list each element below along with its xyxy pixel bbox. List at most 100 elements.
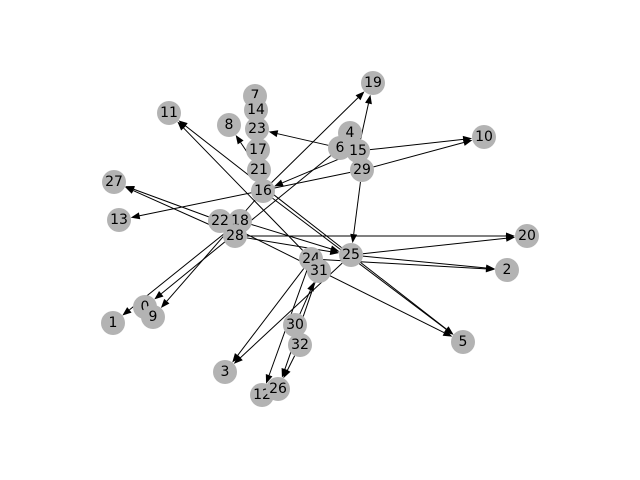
arrowhead-icon	[233, 355, 243, 364]
edge-line	[299, 289, 311, 315]
edge-25-to-20	[362, 234, 516, 255]
node-circle	[251, 179, 275, 203]
edge-line	[251, 224, 332, 250]
edge-line	[353, 181, 361, 235]
node-label: 23	[248, 121, 266, 137]
node-label: 21	[250, 162, 268, 178]
node-circle	[495, 258, 519, 282]
node-layer: 0123456789101112131415161718192021222324…	[101, 71, 539, 407]
arrowhead-icon	[355, 91, 365, 101]
edge-line	[230, 225, 445, 334]
edge-line	[271, 97, 359, 183]
node-label: 9	[149, 309, 158, 325]
edge-25-to-2	[362, 255, 496, 272]
arrowhead-icon	[178, 120, 188, 129]
node-15: 15	[346, 139, 370, 163]
edge-15-to-19	[360, 94, 372, 140]
node-label: 8	[225, 117, 234, 133]
node-9: 9	[141, 305, 165, 329]
edge-24-to-11	[177, 121, 303, 251]
node-31: 31	[307, 259, 331, 283]
node-circle	[223, 224, 247, 248]
node-27: 27	[102, 170, 126, 194]
node-circle	[361, 71, 385, 95]
node-14: 14	[244, 98, 268, 122]
node-label: 30	[286, 317, 304, 333]
arrowhead-icon	[232, 353, 241, 363]
node-label: 22	[211, 213, 229, 229]
node-label: 1	[109, 315, 118, 331]
edge-line	[277, 133, 329, 146]
node-label: 32	[291, 337, 309, 353]
node-label: 28	[226, 228, 244, 244]
node-11: 11	[157, 101, 181, 125]
node-circle	[328, 136, 352, 160]
node-3: 3	[213, 360, 237, 384]
edge-29-to-25	[350, 181, 361, 244]
node-circle	[157, 101, 181, 125]
node-label: 16	[254, 183, 272, 199]
node-19: 19	[361, 71, 385, 95]
node-circle	[245, 117, 269, 141]
arrowhead-icon	[235, 134, 244, 145]
node-circle	[101, 311, 125, 335]
arrowhead-icon	[177, 121, 187, 131]
node-label: 7	[251, 88, 260, 104]
node-label: 19	[364, 75, 382, 91]
node-28: 28	[223, 224, 247, 248]
arrowhead-icon	[462, 139, 473, 146]
node-label: 26	[269, 381, 287, 397]
node-label: 20	[518, 228, 536, 244]
node-26: 26	[266, 377, 290, 401]
node-label: 29	[353, 162, 371, 178]
arrowhead-icon	[365, 94, 372, 105]
node-circle	[217, 113, 241, 137]
arrowhead-icon	[281, 368, 289, 378]
node-circle	[283, 313, 307, 337]
edge-16-to-19	[271, 91, 365, 183]
edge-32-to-26	[283, 355, 296, 379]
node-29: 29	[350, 158, 374, 182]
arrowhead-icon	[329, 245, 340, 253]
edge-line	[362, 237, 507, 255]
node-label: 25	[342, 247, 360, 263]
arrowhead-icon	[505, 234, 516, 242]
node-13: 13	[107, 208, 131, 232]
edge-22-to-27	[125, 185, 209, 218]
node-circle	[141, 305, 165, 329]
arrowhead-icon	[265, 374, 273, 384]
node-circle	[102, 170, 126, 194]
node-circle	[515, 224, 539, 248]
node-label: 4	[346, 125, 355, 141]
node-label: 31	[310, 263, 328, 279]
node-16: 16	[251, 179, 275, 203]
node-circle	[266, 377, 290, 401]
edge-24-to-3	[232, 268, 305, 363]
node-label: 2	[503, 262, 512, 278]
node-32: 32	[288, 333, 312, 357]
node-label: 27	[105, 174, 123, 190]
arrowhead-icon	[122, 307, 132, 316]
node-1: 1	[101, 311, 125, 335]
edge-line	[139, 171, 351, 217]
edge-line	[373, 142, 464, 168]
edge-18-to-25	[251, 224, 340, 253]
node-circle	[472, 125, 496, 149]
edge-30-to-31	[299, 281, 315, 315]
node-circle	[213, 360, 237, 384]
node-10: 10	[472, 125, 496, 149]
node-17: 17	[246, 138, 270, 162]
node-circle	[107, 208, 131, 232]
edge-line	[362, 255, 487, 269]
edge-29-to-10	[373, 139, 473, 168]
node-21: 21	[247, 158, 271, 182]
edge-25-to-5	[360, 261, 454, 335]
arrowhead-icon	[124, 186, 135, 194]
edge-15-to-16	[274, 155, 348, 187]
edge-line	[237, 268, 305, 356]
node-22: 22	[208, 209, 232, 233]
arrowhead-icon	[130, 212, 141, 220]
node-circle	[247, 158, 271, 182]
node-25: 25	[339, 243, 363, 267]
node-circle	[350, 158, 374, 182]
